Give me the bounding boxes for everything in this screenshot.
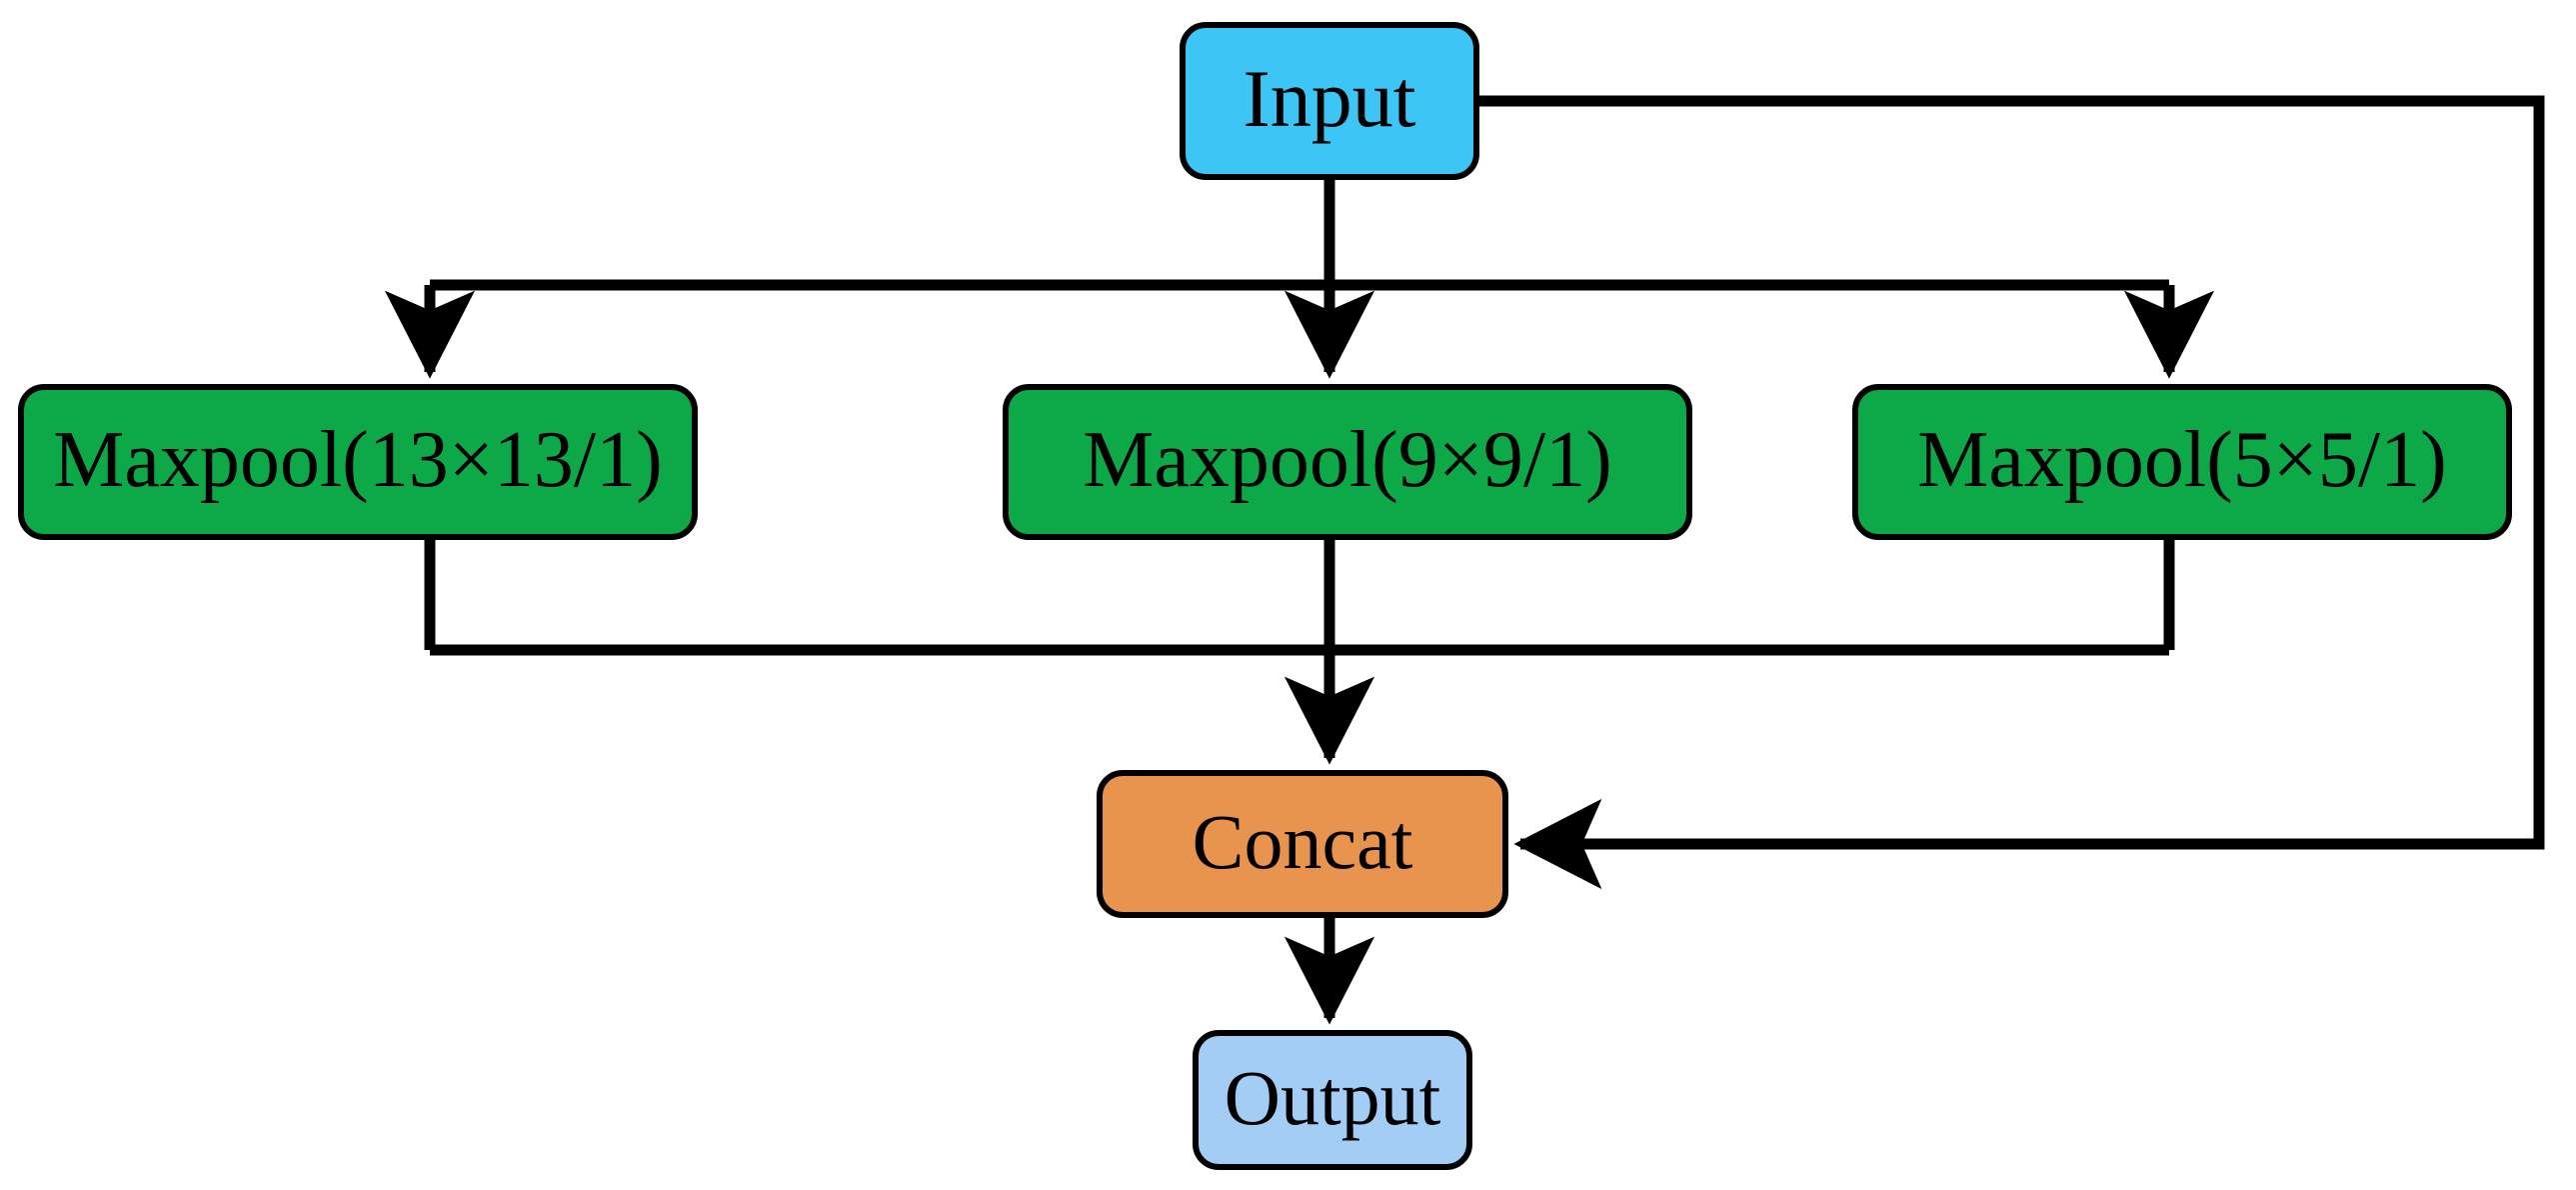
- node-maxpool-9[interactable]: Maxpool(9×9/1): [1003, 384, 1692, 540]
- node-maxpool-5[interactable]: Maxpool(5×5/1): [1852, 384, 2512, 540]
- node-input[interactable]: Input: [1180, 22, 1479, 180]
- node-maxpool-13-label: Maxpool(13×13/1): [53, 416, 663, 504]
- node-maxpool-13[interactable]: Maxpool(13×13/1): [18, 384, 698, 540]
- node-maxpool-9-label: Maxpool(9×9/1): [1083, 416, 1612, 504]
- node-input-label: Input: [1243, 53, 1416, 144]
- node-concat[interactable]: Concat: [1097, 770, 1508, 918]
- edge-input-skip-to-concat: [1479, 95, 2545, 890]
- node-output[interactable]: Output: [1193, 1030, 1472, 1170]
- node-output-label: Output: [1224, 1054, 1441, 1141]
- node-concat-label: Concat: [1192, 798, 1413, 885]
- node-maxpool-5-label: Maxpool(5×5/1): [1917, 416, 2447, 504]
